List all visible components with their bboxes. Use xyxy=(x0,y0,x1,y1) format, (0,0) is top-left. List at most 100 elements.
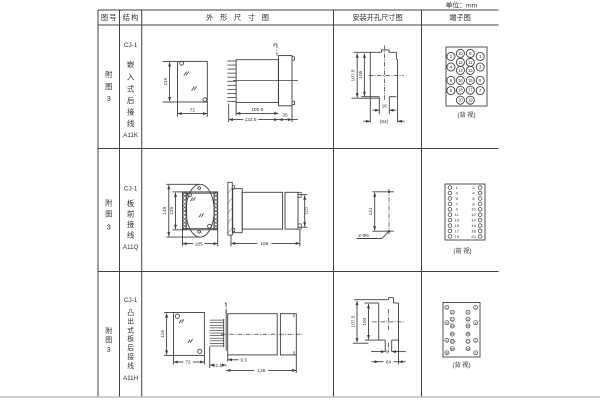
svg-text:[64]: [64] xyxy=(380,119,388,125)
svg-text:2: 2 xyxy=(446,305,448,309)
svg-text:18: 18 xyxy=(471,228,476,233)
svg-text:15: 15 xyxy=(468,78,473,83)
svg-text:6: 6 xyxy=(446,338,448,342)
svg-text:图: 图 xyxy=(105,210,112,219)
svg-text:(前 视): (前 视) xyxy=(453,247,471,255)
svg-text:17: 17 xyxy=(454,228,459,233)
svg-text:16: 16 xyxy=(471,223,476,228)
svg-text:10: 10 xyxy=(451,310,455,314)
svg-text:8: 8 xyxy=(446,351,448,355)
svg-text:式: 式 xyxy=(127,84,135,94)
svg-text:72: 72 xyxy=(190,107,196,113)
svg-text:20: 20 xyxy=(471,234,476,239)
svg-text:125: 125 xyxy=(169,207,175,215)
svg-text:7: 7 xyxy=(475,351,477,355)
svg-text:16: 16 xyxy=(382,104,388,110)
svg-text:CJ-1: CJ-1 xyxy=(124,297,138,304)
svg-text:126: 126 xyxy=(257,368,265,374)
svg-text:板: 板 xyxy=(127,334,134,343)
svg-text:8: 8 xyxy=(450,88,453,93)
svg-text:3: 3 xyxy=(475,321,477,325)
svg-text:122.5: 122.5 xyxy=(245,117,257,123)
svg-text:板: 板 xyxy=(127,198,135,208)
svg-text:105: 105 xyxy=(195,241,203,247)
svg-text:入: 入 xyxy=(127,72,135,81)
svg-text:图号: 图号 xyxy=(101,13,118,22)
svg-text:31.5: 31.5 xyxy=(213,363,223,369)
svg-text:11: 11 xyxy=(455,212,460,217)
svg-text:5: 5 xyxy=(479,78,482,83)
svg-text:A11K: A11K xyxy=(123,132,139,139)
svg-text:3: 3 xyxy=(107,347,111,354)
svg-text:13: 13 xyxy=(468,68,473,73)
svg-text:18: 18 xyxy=(458,88,463,93)
svg-text:107.5: 107.5 xyxy=(351,69,357,81)
svg-text:16: 16 xyxy=(386,350,390,354)
svg-text:104: 104 xyxy=(362,317,368,325)
svg-text:3: 3 xyxy=(456,190,459,195)
svg-text:17: 17 xyxy=(468,88,473,93)
svg-text:附: 附 xyxy=(105,70,112,79)
svg-text:17: 17 xyxy=(466,340,470,344)
svg-text:后: 后 xyxy=(127,95,135,105)
svg-text:接: 接 xyxy=(127,107,135,117)
svg-text:14: 14 xyxy=(471,218,476,223)
svg-text:8: 8 xyxy=(472,201,475,206)
svg-text:19: 19 xyxy=(466,347,470,351)
svg-text:10: 10 xyxy=(458,51,463,56)
svg-text:附: 附 xyxy=(105,326,112,335)
svg-text:20: 20 xyxy=(451,347,455,351)
svg-text:4: 4 xyxy=(450,65,453,70)
svg-text:156: 156 xyxy=(260,241,268,247)
svg-text:14: 14 xyxy=(451,324,455,328)
svg-text:9: 9 xyxy=(469,51,472,56)
svg-text:2: 2 xyxy=(472,185,475,190)
svg-text:3: 3 xyxy=(107,222,111,231)
svg-text:9.5: 9.5 xyxy=(240,358,247,364)
svg-text:35: 35 xyxy=(283,112,289,118)
svg-text:(背 视): (背 视) xyxy=(457,111,475,119)
svg-text:A11Q: A11Q xyxy=(123,244,139,251)
svg-text:A11H: A11H xyxy=(123,375,139,382)
svg-text:9: 9 xyxy=(456,207,459,212)
svg-text:凸: 凸 xyxy=(127,309,134,317)
svg-text:单位：mm: 单位：mm xyxy=(446,1,478,10)
svg-text:11: 11 xyxy=(467,317,470,321)
svg-text:5: 5 xyxy=(475,338,477,342)
svg-text:线: 线 xyxy=(127,118,135,128)
svg-text:12: 12 xyxy=(458,60,463,65)
svg-text:9: 9 xyxy=(467,310,469,314)
svg-text:115: 115 xyxy=(160,330,166,338)
svg-text:3: 3 xyxy=(107,94,111,103)
svg-text:外形尺寸图: 外形尺寸图 xyxy=(206,13,275,22)
svg-text:19: 19 xyxy=(454,234,459,239)
svg-text:出: 出 xyxy=(127,317,134,326)
svg-text:附: 附 xyxy=(105,199,112,208)
svg-text:107.5: 107.5 xyxy=(350,315,356,327)
svg-text:接: 接 xyxy=(127,352,134,361)
svg-text:4: 4 xyxy=(472,190,475,195)
svg-text:19: 19 xyxy=(468,98,473,103)
svg-text:CJ-1: CJ-1 xyxy=(124,42,138,49)
svg-text:15: 15 xyxy=(466,332,470,336)
svg-text:安装开孔尺寸图: 安装开孔尺寸图 xyxy=(352,13,402,22)
svg-text:前: 前 xyxy=(127,209,135,219)
svg-text:2-Φ6: 2-Φ6 xyxy=(358,233,369,239)
svg-text:CJ-1: CJ-1 xyxy=(124,186,138,193)
svg-text:1: 1 xyxy=(475,305,477,309)
svg-text:11: 11 xyxy=(468,60,473,65)
svg-text:12: 12 xyxy=(471,212,476,217)
svg-text:16: 16 xyxy=(451,332,455,336)
svg-text:1: 1 xyxy=(479,54,482,59)
svg-text:13: 13 xyxy=(454,218,459,223)
svg-text:后: 后 xyxy=(127,343,134,352)
svg-text:4: 4 xyxy=(446,321,448,325)
svg-text:端子图: 端子图 xyxy=(449,13,471,22)
svg-text:115: 115 xyxy=(303,207,309,215)
svg-text:7: 7 xyxy=(456,201,459,206)
svg-text:64: 64 xyxy=(386,359,392,365)
svg-text:105: 105 xyxy=(358,70,364,78)
svg-text:10: 10 xyxy=(471,207,476,212)
svg-text:6: 6 xyxy=(472,196,475,201)
svg-text:线: 线 xyxy=(127,230,135,240)
